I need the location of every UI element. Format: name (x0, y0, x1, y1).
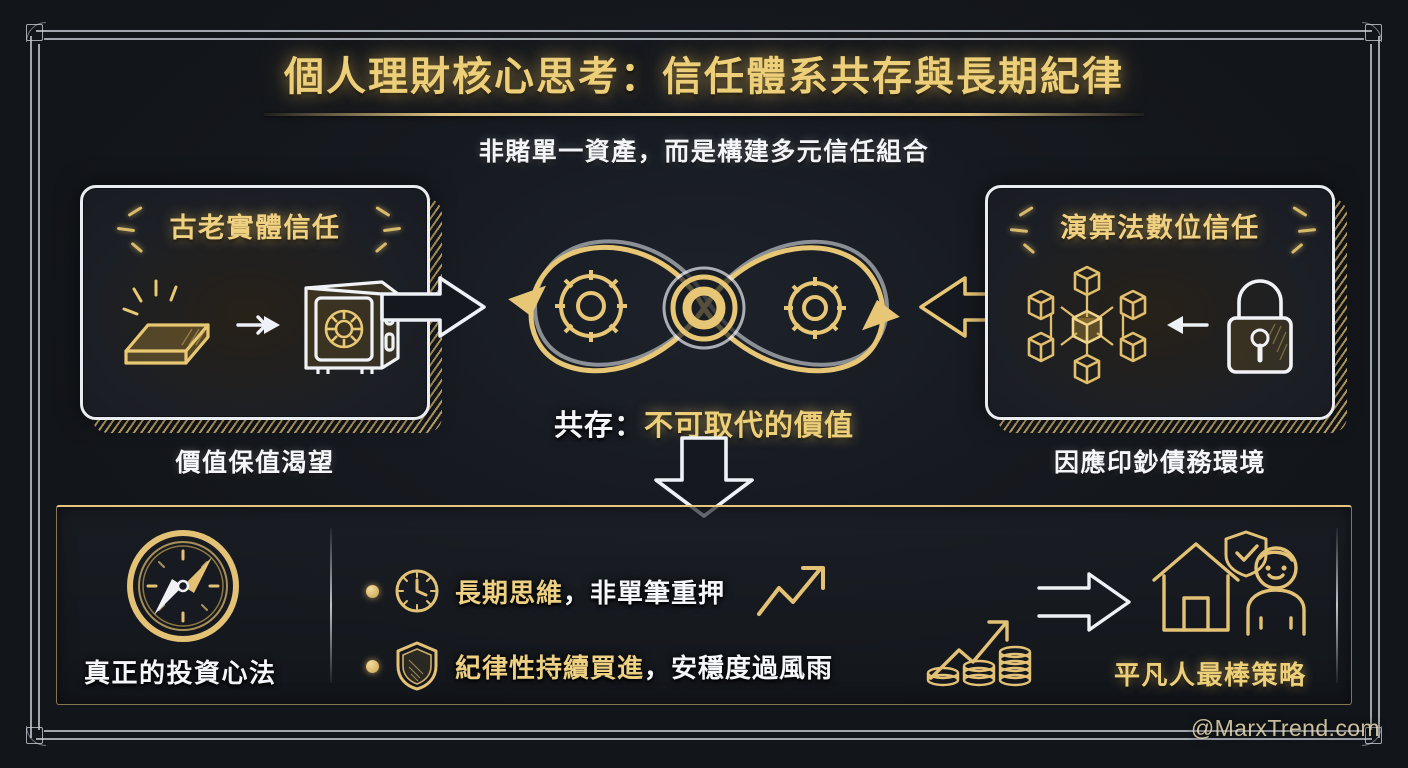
bullet-2-text: 紀律性持續買進，安穩度過風雨 (455, 648, 833, 685)
growth-arrow-icon (753, 560, 833, 622)
frame-corner-square-bl (26, 727, 43, 744)
bullet-1-white: ，非單筆重押 (563, 577, 726, 608)
left-card-caption: 價值保值渴望 (175, 449, 335, 477)
bullet-row-1: 長期思維，非單筆重押 (366, 560, 833, 622)
bottom-divider-2 (1336, 528, 1338, 683)
arrow-left-icon (1165, 312, 1209, 338)
gear-icon (784, 277, 846, 339)
frame-corner-square-tr (1365, 24, 1382, 41)
watermark: @MarxTrend.com (1190, 715, 1380, 741)
center-caption: 共存：不可取代的價值 (466, 402, 942, 444)
person-icon (1246, 546, 1306, 636)
page-subtitle: 非賭單一資產，而是構建多元信任組合 (478, 137, 930, 166)
core-circle-icon (662, 266, 746, 350)
bullet-row-2: 紀律性持續買進，安穩度過風雨 (366, 640, 833, 692)
gear-icon (555, 270, 627, 342)
bullet-1-text: 長期思維，非單筆重押 (455, 573, 725, 610)
bottom-divider-1 (330, 528, 332, 683)
right-card-title: 演算法數位信任 (1060, 213, 1260, 243)
center-caption-white: 共存： (553, 410, 644, 442)
coin-stack-growth-icon (925, 592, 1035, 692)
gold-bar-icon (104, 273, 222, 377)
bottom-right-caption: 平凡人最棒策略 (1114, 660, 1307, 690)
frame-corner-square-br (1365, 727, 1382, 744)
house-icon (1152, 542, 1240, 632)
arrow-right-icon (1035, 570, 1133, 634)
center-caption-gold: 不可取代的價值 (644, 410, 855, 442)
card-algorithmic-digital-trust: 演算法數位信任 (985, 185, 1335, 420)
safe-vault-icon (296, 272, 406, 378)
card-ancient-physical-trust: 古老實體信任 (80, 185, 430, 420)
header: 個人理財核心思考：信任體系共存與長期紀律 非賭單一資產，而是構建多元信任組合 (0, 44, 1408, 168)
flow-arrow-center-to-bottom (638, 436, 770, 518)
shield-check-icon (1224, 530, 1268, 578)
clock-icon (393, 567, 441, 615)
coexistence-loop (466, 208, 942, 408)
frame-corner-square-tl (26, 24, 43, 41)
compass-icon (124, 527, 242, 645)
bullet-dot (366, 584, 379, 598)
arrow-right-icon (236, 312, 282, 338)
right-card-caption: 因應印鈔債務環境 (1053, 449, 1266, 477)
title-underline (264, 113, 1144, 116)
flow-arrow-left-to-center (378, 272, 490, 342)
left-card-title: 古老實體信任 (169, 213, 341, 243)
bullet-dot (366, 659, 379, 673)
house-person-group (1148, 528, 1316, 644)
frame-corner-flourish-bl (17, 697, 75, 755)
blockchain-network-icon (1017, 261, 1157, 389)
bottom-left-caption: 真正的投資心法 (84, 658, 277, 688)
bullet-2-white: ，安穩度過風雨 (644, 652, 834, 683)
bottom-panel (56, 505, 1352, 705)
padlock-icon (1217, 270, 1303, 380)
bullet-1-gold: 長期思維 (455, 577, 564, 608)
shield-icon (393, 640, 441, 692)
bullet-2-gold: 紀律性持續買進 (455, 652, 645, 683)
page-title: 個人理財核心思考：信任體系共存與長期紀律 (284, 55, 1124, 99)
